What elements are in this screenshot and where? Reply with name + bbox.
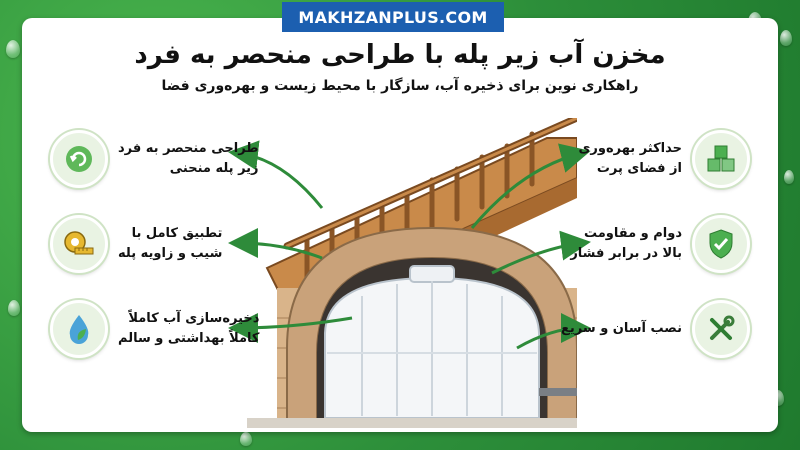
water-drop-decoration (780, 30, 792, 46)
feature-line: ذخیره‌سازی آب کاملاً (128, 311, 260, 326)
feature-line: زیر پله منحنی (169, 161, 259, 176)
water-drop-leaf-icon (50, 300, 108, 358)
feature-space-efficiency: حداکثر بهره‌وری از فضای پرت (578, 130, 750, 188)
feature-line: بالا در برابر فشار (570, 246, 682, 261)
feature-line: دوام و مقاومت (583, 226, 682, 241)
brand-banner[interactable]: MAKHZANPLUS.COM (282, 2, 504, 32)
feature-line: کاملاً بهداشتی و سالم (118, 331, 260, 346)
water-tank (324, 265, 577, 419)
feature-line: حداکثر بهره‌وری (578, 141, 682, 156)
shield-check-icon (692, 215, 750, 273)
feature-line: طراحی منحصر به فرد (118, 141, 259, 156)
feature-unique-design: طراحی منحصر به فرد زیر پله منحنی (50, 130, 259, 188)
water-drop-decoration (240, 432, 252, 446)
feature-hygienic-storage: ذخیره‌سازی آب کاملاً کاملاً بهداشتی و سال… (50, 300, 259, 358)
feature-line: شیب و زاویه پله (118, 246, 223, 261)
water-drop-decoration (6, 40, 20, 58)
feature-stair-fit: تطبیق کامل با شیب و زاویه پله (50, 215, 222, 273)
feature-line: تطبیق کامل با (131, 226, 223, 241)
measuring-tape-icon (50, 215, 108, 273)
feature-durability: دوام و مقاومت بالا در برابر فشار (570, 215, 750, 273)
feature-easy-install: نصب آسان و سریع (561, 300, 750, 358)
feature-line: نصب آسان و سریع (561, 321, 682, 336)
water-drop-decoration (784, 170, 794, 184)
page-title: مخزن آب زیر پله با طراحی منحصر به فرد (134, 40, 666, 70)
refresh-cycle-icon (50, 130, 108, 188)
under-stair-tank-illustration (247, 118, 577, 428)
page-subtitle: راهکاری نوین برای ذخیره آب، سازگار با مح… (161, 78, 639, 94)
cubes-icon (692, 130, 750, 188)
water-drop-decoration (8, 300, 20, 316)
feature-line: از فضای پرت (596, 161, 682, 176)
infographic-card: مخزن آب زیر پله با طراحی منحصر به فرد را… (22, 18, 778, 432)
outlet-pipe (539, 388, 577, 396)
tools-icon (692, 300, 750, 358)
